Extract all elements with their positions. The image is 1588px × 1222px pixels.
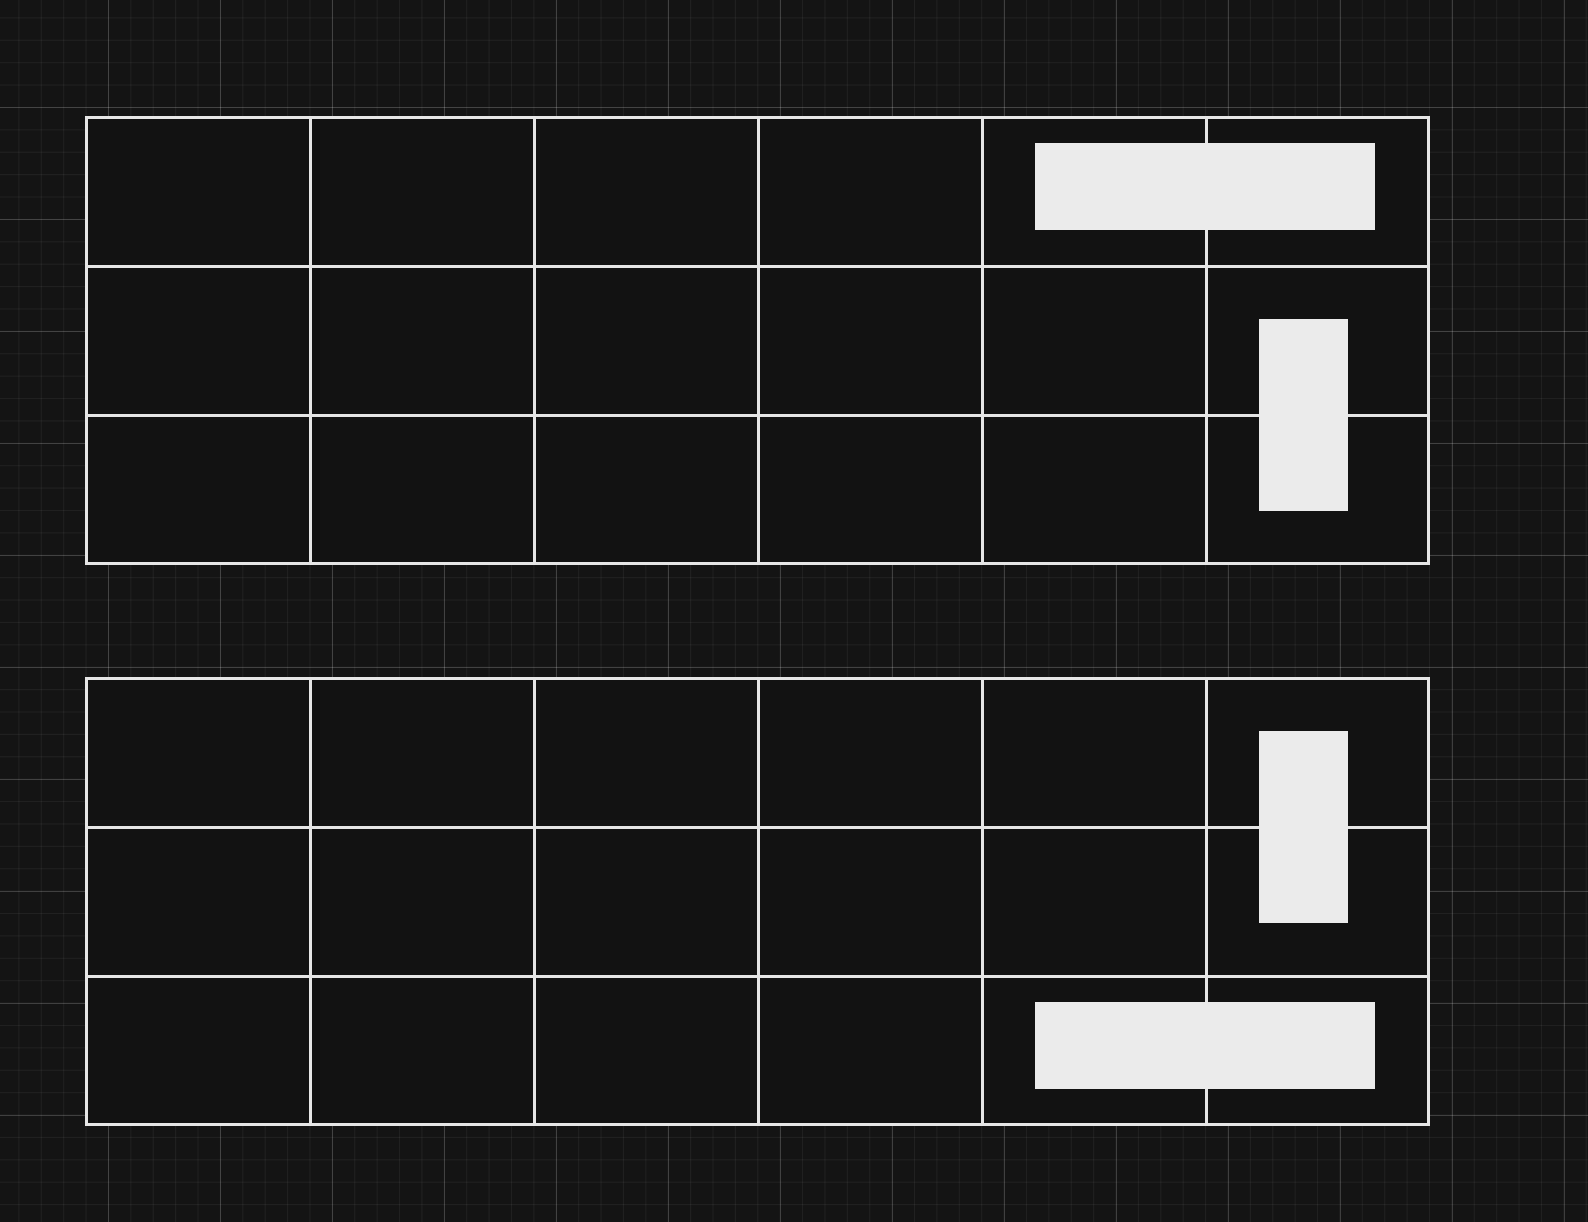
grid-line-vertical: [1205, 680, 1208, 1123]
piece-horizontal[interactable]: [1035, 1002, 1375, 1089]
grid-line-horizontal: [88, 826, 1427, 829]
grid-line-horizontal: [88, 265, 1427, 268]
grid-line-horizontal: [88, 975, 1427, 978]
grid-line-vertical: [533, 680, 536, 1123]
grid-line-horizontal: [88, 414, 1427, 417]
grid-line-vertical: [757, 680, 760, 1123]
board-bottom: [85, 677, 1430, 1126]
grid-line-vertical: [757, 119, 760, 562]
grid-line-vertical: [981, 680, 984, 1123]
board-top: [85, 116, 1430, 565]
piece-horizontal[interactable]: [1035, 143, 1375, 230]
grid-line-vertical: [1205, 119, 1208, 562]
piece-vertical[interactable]: [1259, 319, 1348, 511]
grid-line-vertical: [309, 119, 312, 562]
piece-vertical[interactable]: [1259, 731, 1348, 923]
grid-line-vertical: [309, 680, 312, 1123]
grid-line-vertical: [533, 119, 536, 562]
grid-line-vertical: [981, 119, 984, 562]
